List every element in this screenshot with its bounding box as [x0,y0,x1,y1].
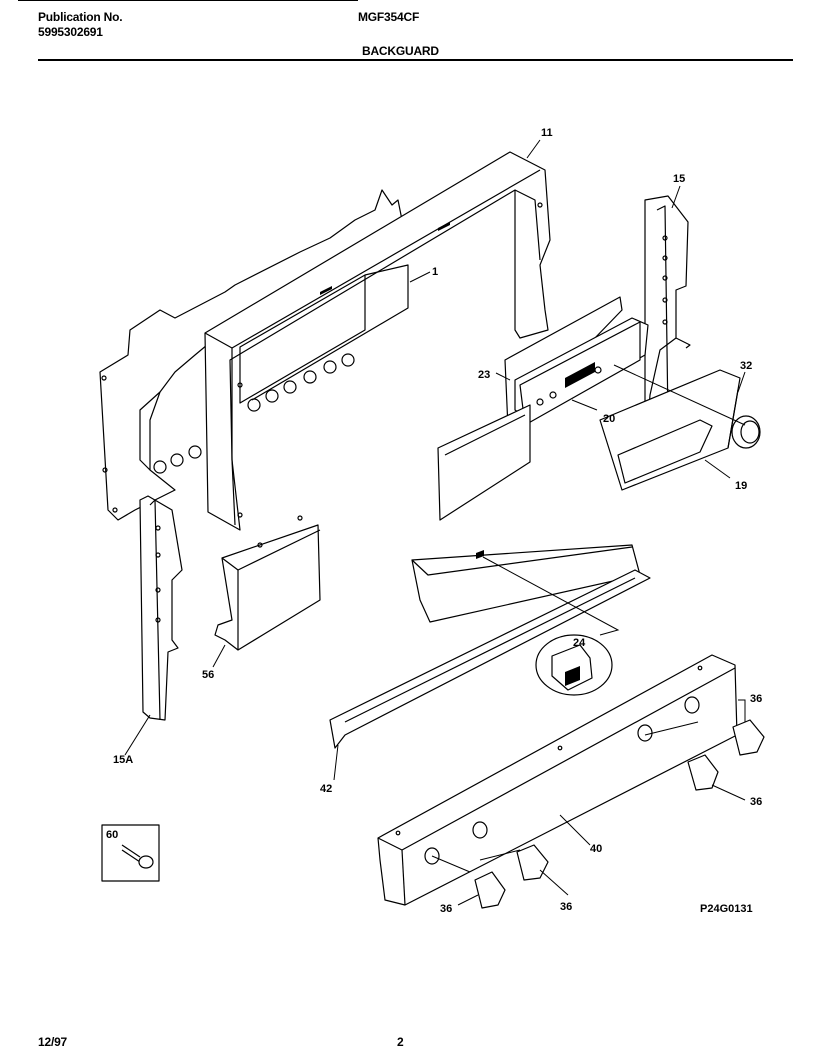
callout-60: 60 [106,829,118,841]
callout-40: 40 [590,843,602,855]
rear-panel [99,189,406,521]
switch-detail-callout [535,634,613,696]
publication-number: 5995302691 [38,25,103,39]
callout-15: 15 [673,173,685,185]
callout-56: 56 [202,669,214,681]
left-lower-channel [214,515,321,651]
left-end-bracket [139,495,183,721]
callout-1: 1 [432,266,438,278]
header-top-rule [18,0,358,1]
callout-36-right-top: 36 [750,693,762,705]
backguard-panel [204,151,551,531]
section-title: BACKGUARD [362,44,439,58]
control-board-panel [504,296,649,429]
model-number: MGF354CF [358,10,420,24]
callout-19: 19 [735,480,747,492]
callout-42: 42 [320,783,332,795]
overlay-trim [599,369,741,491]
vent-cover [437,404,531,521]
leader-lines [124,139,746,906]
callout-labels: 11 1 15 23 32 20 19 24 56 36 36 36 36 15… [106,127,762,915]
publication-label: Publication No. [38,10,123,24]
callout-36-center: 36 [560,901,572,913]
center-divider-panel [411,544,641,623]
footer-date: 12/97 [38,1035,68,1049]
manifold-rail [329,569,651,749]
callout-24: 24 [573,637,586,649]
callout-11: 11 [541,127,553,139]
screw-inset [101,824,160,882]
header-rule [38,59,793,61]
callout-36-left: 36 [440,903,452,915]
callout-36-right-bottom: 36 [750,796,762,808]
burner-knobs [474,719,765,909]
callout-20: 20 [603,413,615,425]
callout-23: 23 [478,369,490,381]
page-number: 2 [397,1035,404,1049]
drawing-code: P24G0131 [700,903,753,915]
callout-15a: 15A [113,754,133,766]
callout-32: 32 [740,360,752,372]
clock-knob [731,415,761,449]
control-manifold-panel [377,654,738,906]
